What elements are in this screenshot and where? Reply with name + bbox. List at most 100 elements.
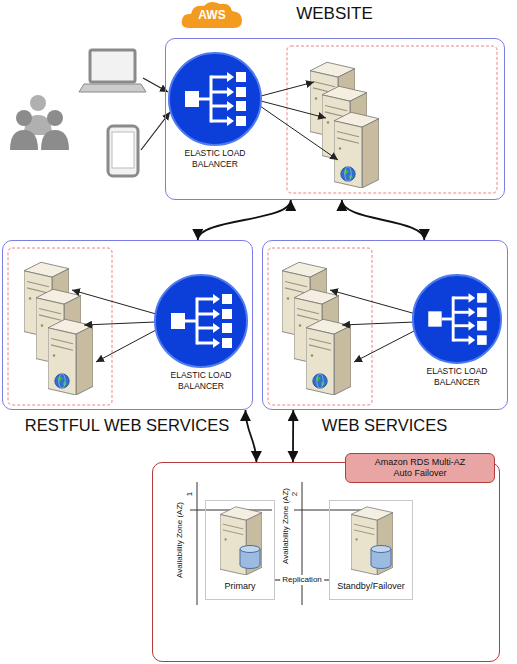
balancer-target (477, 308, 487, 318)
user-head (47, 110, 63, 126)
balancer-bar (210, 76, 213, 123)
server (334, 112, 379, 188)
balancer-arrow (354, 330, 416, 362)
balancer-line (453, 339, 469, 342)
balancer-arrow (72, 290, 156, 314)
balancer-line (453, 324, 469, 327)
globe-badge (341, 167, 355, 181)
tier-heading: RESTFUL WEB SERVICES (3, 416, 251, 435)
zone-number: 1 (185, 492, 195, 496)
zone-label: Availability Zone (AZ) (175, 502, 185, 578)
connector (342, 200, 425, 240)
server-group (8, 248, 112, 405)
balancer-label: ELASTIC LOAD BALANCER (417, 366, 497, 388)
database-side (391, 549, 392, 565)
user-head (16, 110, 32, 126)
tier-box: RESTFUL WEB SERVICESELASTIC LOAD BALANCE… (2, 240, 253, 410)
tier-box: WEB SERVICESELASTIC LOAD BALANCER (262, 240, 508, 410)
zone-number: 2 (290, 492, 300, 496)
balancer-arrow-head (213, 338, 220, 348)
zone-axis (302, 482, 303, 605)
balancer-arrow-head (213, 309, 220, 319)
balancer-target (477, 321, 487, 331)
database-side (260, 549, 261, 565)
balancer-outline (155, 275, 247, 367)
balancer-arrow (330, 290, 416, 314)
database-top (371, 546, 391, 553)
users-icon (10, 95, 69, 150)
server (351, 507, 393, 575)
balancer-line (453, 311, 469, 314)
balancer-line (211, 91, 228, 94)
balancer-arrow-head (469, 335, 476, 345)
phone-screen (112, 132, 134, 168)
balancer-target (477, 293, 487, 303)
user-body (10, 130, 38, 150)
balancer-bar (452, 296, 455, 341)
database-server (330, 501, 414, 581)
connector (292, 410, 294, 462)
balancer-line (211, 120, 228, 123)
balancer-target (222, 294, 232, 304)
load-balancer: ELASTIC LOAD BALANCER (167, 51, 263, 181)
user-body (41, 130, 69, 150)
balancer-arrow-head (213, 323, 220, 333)
database-top (240, 546, 260, 553)
balancer-source (171, 313, 185, 329)
balancer-source (428, 311, 441, 326)
balancer-arrow (96, 330, 156, 362)
tier-heading: WEB SERVICES (263, 416, 506, 435)
balancer-arrow-head (469, 321, 476, 331)
balancer-line (197, 342, 214, 345)
balancer-target (236, 116, 246, 126)
instance-label: Primary (206, 581, 274, 591)
user-head (30, 95, 46, 111)
connector (198, 200, 291, 240)
balancer-target (236, 72, 246, 82)
balancer-bar (196, 298, 199, 345)
balancer-line (197, 313, 214, 316)
database-cluster: Amazon RDS Multi-AZ Auto FailoverPrimary… (152, 462, 500, 662)
balancer-line (197, 298, 214, 301)
laptop-icon (79, 50, 146, 92)
balancer-arrow-head (469, 293, 476, 303)
balancer-arrow-head (469, 308, 476, 318)
globe-badge (55, 374, 69, 388)
phone-body (108, 126, 138, 176)
globe-badge (313, 374, 327, 388)
laptop-base (79, 84, 146, 92)
server-group (268, 248, 372, 405)
balancer-arrow-head (227, 72, 234, 82)
balancer-circle (167, 51, 263, 147)
badge-label: AWS (180, 8, 244, 22)
edge-label: Replication (280, 575, 324, 585)
tier-box: WEBSITEELASTIC LOAD BALANCER (165, 38, 505, 200)
balancer-line (185, 320, 197, 323)
laptop-screen (90, 50, 135, 82)
balancer-target (477, 335, 487, 345)
database-server (206, 501, 276, 581)
server (306, 319, 351, 395)
balancer-arrow-head (227, 116, 234, 126)
database-instance: Standby/Failover (329, 500, 413, 600)
balancer-line (211, 105, 228, 108)
connector (245, 410, 256, 462)
balancer-arrow (261, 101, 326, 118)
balancer-arrow (260, 106, 338, 160)
balancer-target (236, 101, 246, 111)
balancer-arrow-head (213, 294, 220, 304)
cluster-badge: Amazon RDS Multi-AZ Auto Failover (345, 453, 495, 483)
balancer-arrow (84, 322, 155, 325)
phone-icon (108, 126, 138, 176)
balancer-circle (153, 273, 249, 369)
tier-heading: WEBSITE (166, 4, 503, 24)
database-instance: Primary (205, 500, 275, 600)
balancer-target (222, 338, 232, 348)
balancer-target (222, 323, 232, 333)
database-side (371, 549, 372, 565)
server-group (287, 46, 497, 193)
server (220, 507, 262, 575)
balancer-line (199, 98, 211, 101)
